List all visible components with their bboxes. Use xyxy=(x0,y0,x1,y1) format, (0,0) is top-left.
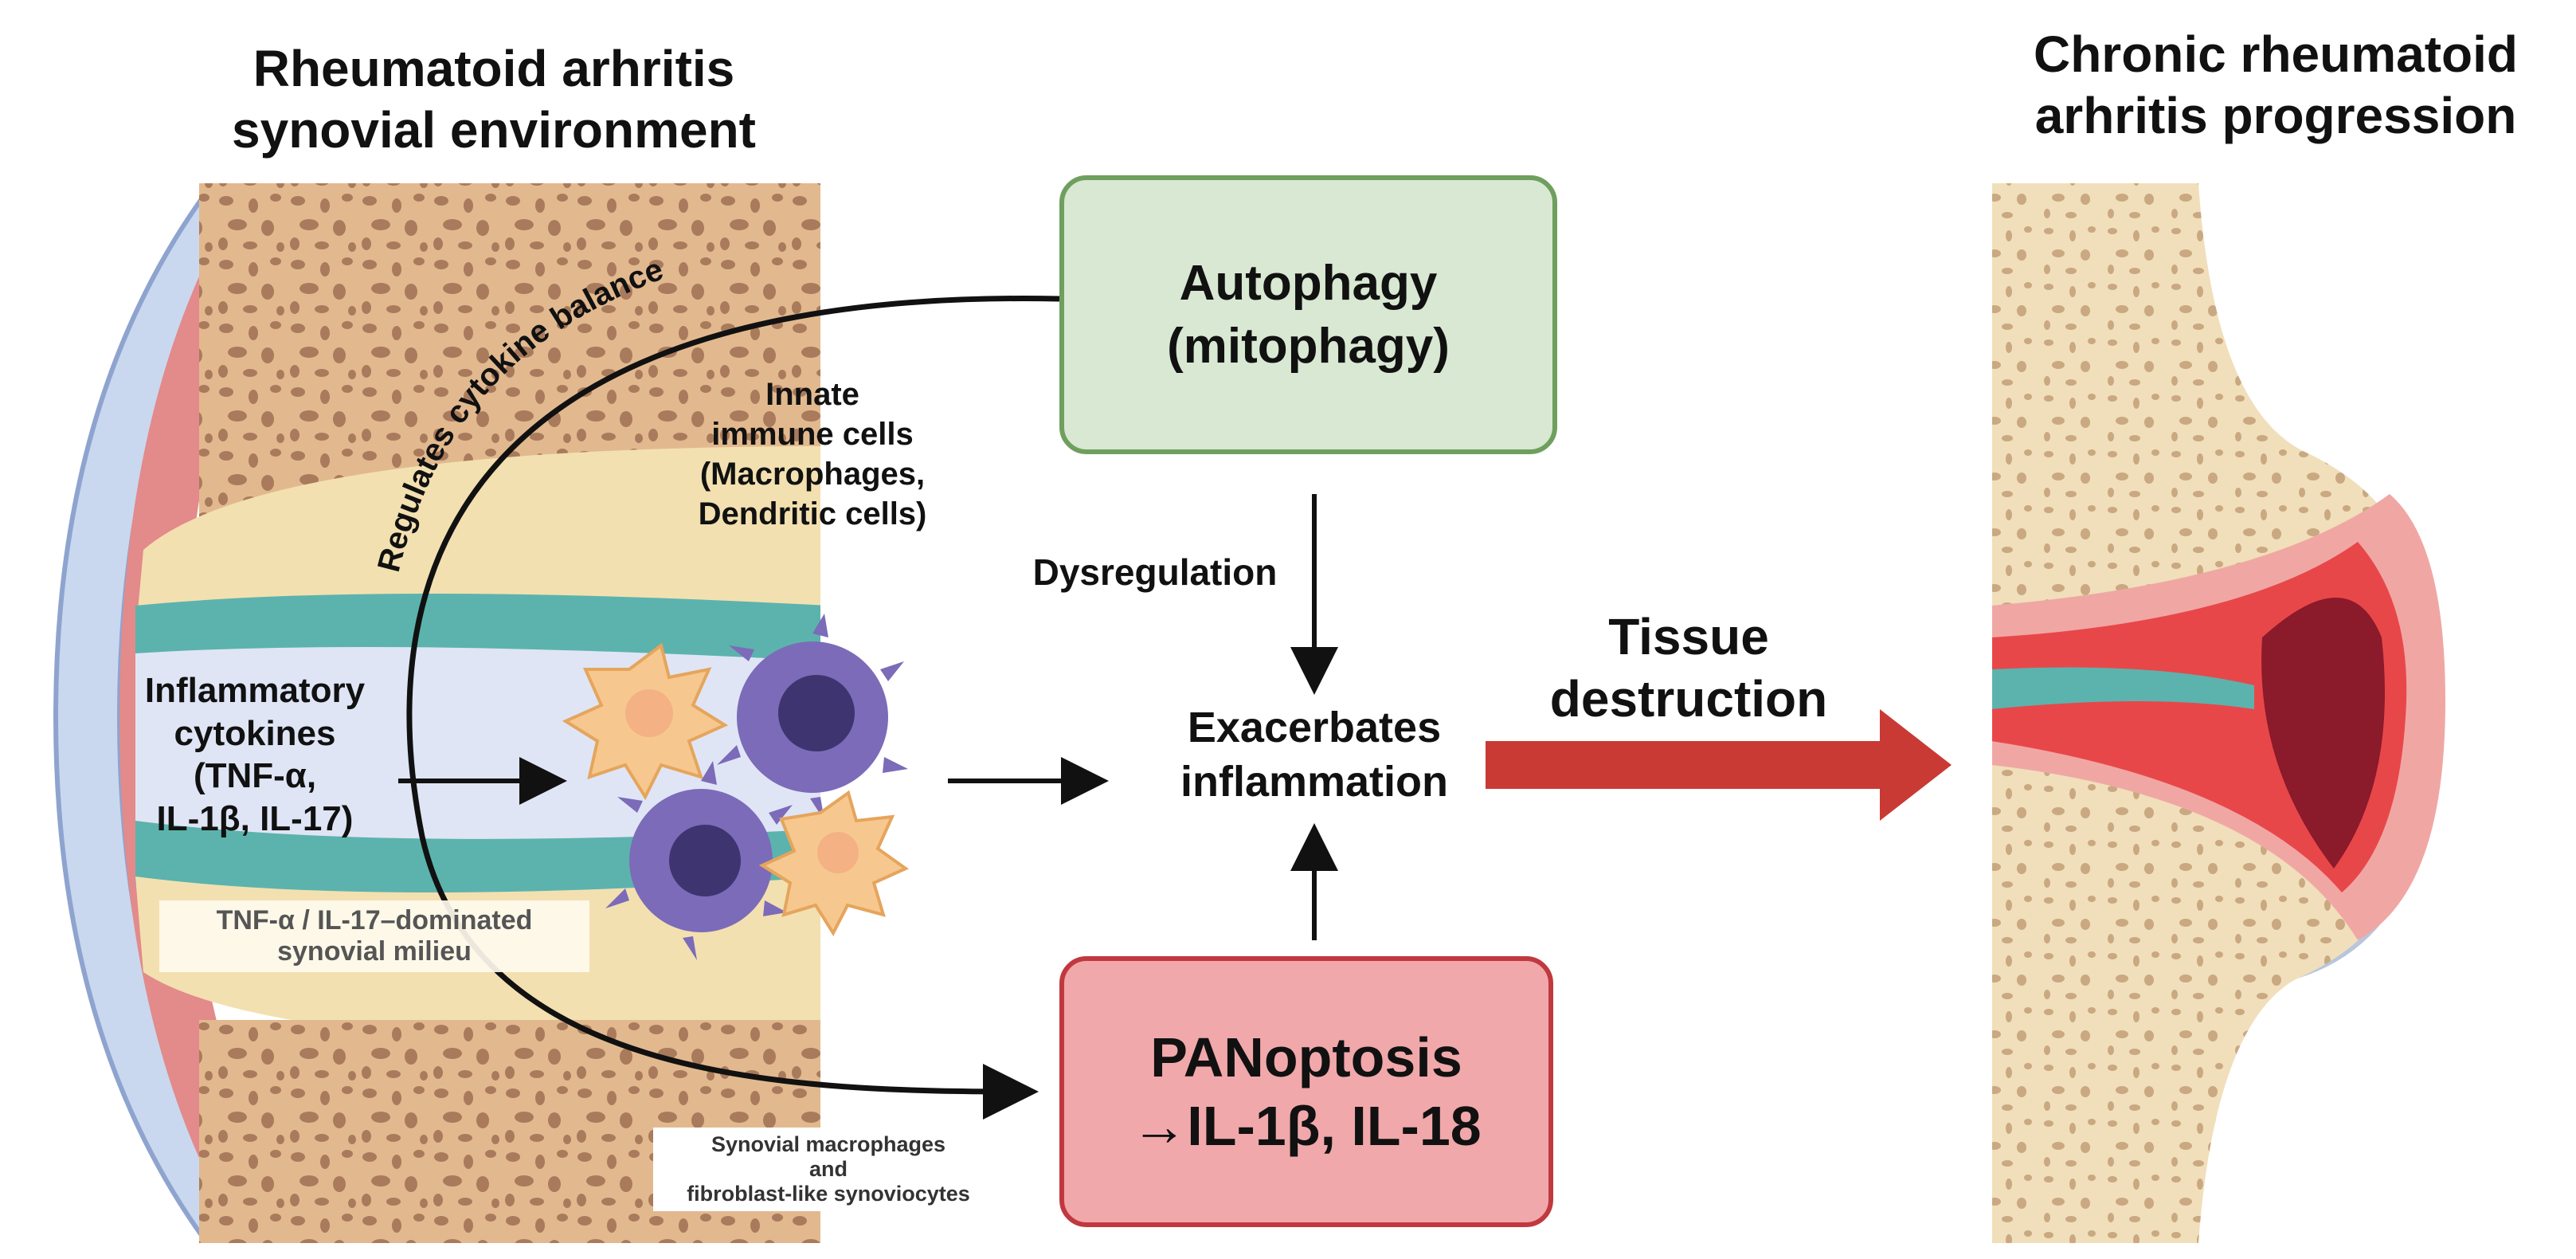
dendritic-cell-1 xyxy=(562,642,729,801)
right-title-line2: arhritis progression xyxy=(2034,86,2517,144)
tissue-destruction-label: Tissue destruction xyxy=(1497,606,1880,730)
left-title: Rheumatoid arhritis synovial environment xyxy=(143,38,844,161)
macrophage-line-1: Synovial macrophages xyxy=(711,1132,946,1156)
right-joint-illustration xyxy=(1987,183,2445,1243)
milieu-line-1: TNF-α / IL-17–dominated xyxy=(216,905,533,935)
macrophage-line-2: and xyxy=(808,1157,848,1181)
upper-cartilage xyxy=(135,446,828,637)
immune-line-1: Innate xyxy=(765,377,859,412)
panoptosis-line-2: →IL-1β, IL-18 xyxy=(1131,1095,1482,1157)
dendritic-cell-2 xyxy=(758,790,909,937)
immune-line-4: Dendritic cells) xyxy=(698,496,927,531)
autophagy-box: Autophagy (mitophagy) xyxy=(1059,175,1557,454)
macrophage-cell-1 xyxy=(717,614,908,821)
right-edge xyxy=(1987,183,1992,1243)
autophagy-line-2: (mitophagy) xyxy=(1167,319,1450,374)
cytokines-line-4: IL-1β, IL-17) xyxy=(156,799,354,839)
exacerbates-line-1: Exacerbates xyxy=(1187,704,1442,751)
macrophage-line-3: fibroblast-like synoviocytes xyxy=(687,1182,970,1206)
macrophage-note: Synovial macrophages and fibroblast-like… xyxy=(653,1128,1004,1211)
left-joint-illustration xyxy=(53,183,828,1243)
synovial-lesion xyxy=(2261,598,2385,869)
dysregulation-label: Dysregulation xyxy=(1032,551,1278,593)
tissue-destruction-arrow xyxy=(1486,709,1952,821)
exacerbates-label: Exacerbates inflammation xyxy=(1091,701,1537,809)
cytokines-line-1: Inflammatory xyxy=(144,671,366,710)
left-title-line2: synovial environment xyxy=(232,100,756,159)
exacerbates-line-2: inflammation xyxy=(1180,757,1449,806)
tissue-line-2: destruction xyxy=(1549,670,1828,728)
autophagy-line-1: Autophagy xyxy=(1179,256,1438,311)
right-title: Chronic rheumatoid arhritis progression xyxy=(1975,24,2576,147)
immune-cells-label: Innate immune cells (Macrophages, Dendri… xyxy=(629,375,996,534)
milieu-line-2: synovial milieu xyxy=(277,936,472,967)
milieu-note: TNF-α / IL-17–dominated synovial milieu xyxy=(159,900,589,972)
panoptosis-line-1: PANoptosis xyxy=(1150,1026,1462,1088)
left-title-line1: Rheumatoid arhritis xyxy=(253,40,735,97)
cytokines-line-2: cytokines xyxy=(174,713,336,753)
right-title-line1: Chronic rheumatoid xyxy=(2033,25,2519,83)
cytokines-label: Inflammatory cytokines (TNF-α, IL-1β, IL… xyxy=(96,669,414,841)
panoptosis-box: PANoptosis →IL-1β, IL-18 xyxy=(1059,956,1553,1227)
immune-line-3: (Macrophages, xyxy=(699,457,926,492)
tissue-line-1: Tissue xyxy=(1608,608,1769,665)
macrophage-cell-2 xyxy=(605,761,793,960)
right-upper-bone xyxy=(1991,183,2408,630)
cytokines-line-3: (TNF-α, xyxy=(193,756,317,796)
immune-line-2: immune cells xyxy=(711,417,914,452)
right-joint-space xyxy=(1991,667,2254,709)
